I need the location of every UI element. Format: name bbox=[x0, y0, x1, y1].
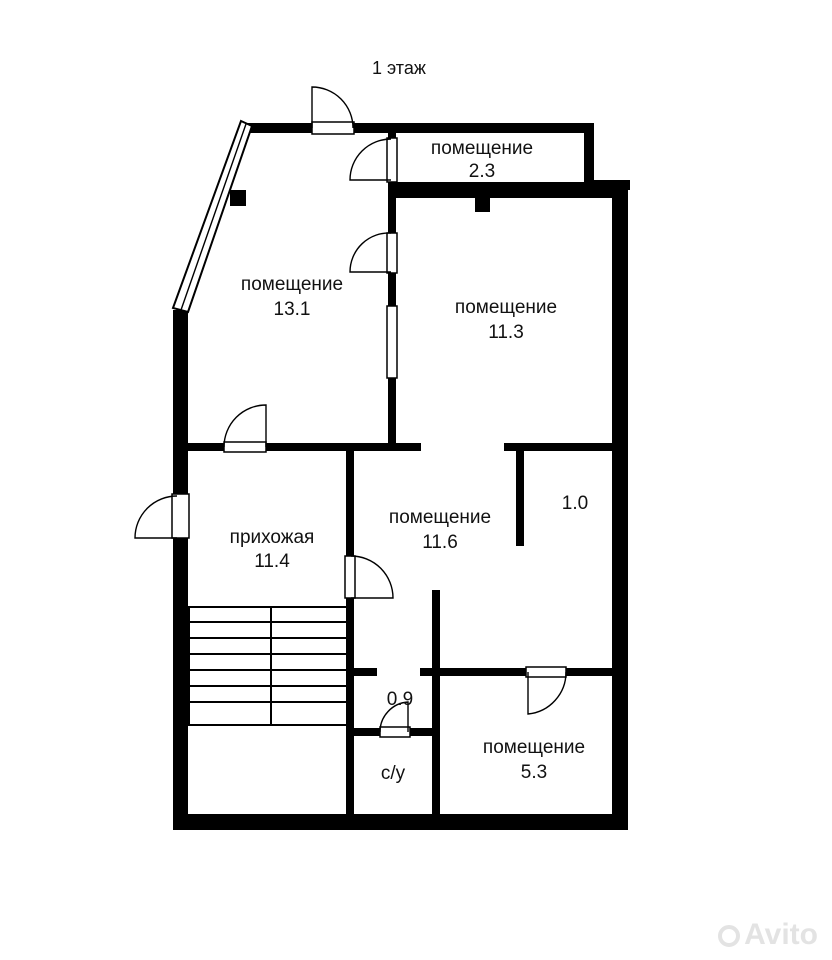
wall-hall-right bbox=[346, 447, 354, 817]
bathroom-name: с/у bbox=[380, 763, 406, 784]
room-11-6-area: 11.6 bbox=[422, 532, 458, 553]
outer-wall-left bbox=[173, 310, 188, 830]
hall-area: 11.4 bbox=[254, 551, 290, 572]
door-swings bbox=[134, 86, 567, 733]
opening-hall-right bbox=[344, 555, 356, 599]
closet-area: 1.0 bbox=[561, 493, 589, 514]
wall-vertical-upper bbox=[388, 130, 396, 448]
watermark-text: Avito bbox=[744, 918, 818, 951]
wall-corridor-stub bbox=[350, 668, 377, 676]
opening-hall-top bbox=[223, 441, 267, 453]
wall-horizontal-mid-right bbox=[504, 443, 616, 451]
outer-wall-bottom bbox=[173, 814, 628, 830]
hall-name: прихожая bbox=[229, 527, 315, 548]
column-left bbox=[230, 190, 246, 206]
room-storage-area: 2.3 bbox=[468, 161, 496, 182]
wall-bath-left bbox=[432, 590, 440, 817]
wall-openings bbox=[171, 121, 567, 738]
outer-wall-right bbox=[612, 180, 628, 830]
door-entrance-swing bbox=[134, 495, 178, 539]
outer-wall-top bbox=[244, 123, 594, 133]
room-11-6-name: помещение bbox=[388, 507, 492, 528]
corridor-area: 0.9 bbox=[386, 689, 414, 710]
door-storage-swing bbox=[349, 138, 392, 181]
wall-closet-stub bbox=[516, 443, 524, 546]
window-room131-right-lower bbox=[386, 305, 398, 379]
wall-horizontal-mid bbox=[186, 443, 421, 451]
room-13-1-name: помещение bbox=[240, 274, 344, 295]
stairs bbox=[188, 606, 348, 726]
outer-wall-step bbox=[584, 180, 630, 190]
walls bbox=[173, 123, 630, 830]
room-storage-name: помещение bbox=[430, 138, 534, 159]
door-top-swing bbox=[311, 86, 354, 129]
room-13-1-area: 13.1 bbox=[273, 299, 311, 320]
door-room53-swing bbox=[527, 671, 567, 715]
door-room131-swing bbox=[349, 232, 392, 273]
wall-room113-top bbox=[391, 190, 621, 198]
window-room131-right bbox=[386, 232, 398, 274]
door-hall-top-swing bbox=[223, 404, 267, 448]
slanted-wall-window bbox=[171, 119, 254, 314]
door-bath-swing bbox=[379, 701, 409, 733]
avito-watermark: Avito bbox=[718, 918, 818, 952]
wall-bottom-right-top bbox=[420, 668, 615, 676]
outer-wall-storage-right bbox=[584, 123, 594, 188]
room-11-3-area: 11.3 bbox=[488, 322, 524, 343]
opening-bath bbox=[379, 726, 411, 738]
window-top bbox=[311, 121, 355, 135]
room-11-3-name: помещение bbox=[454, 297, 558, 318]
entrance-left-opening bbox=[171, 493, 190, 539]
room-5-3-area: 5.3 bbox=[520, 762, 548, 783]
door-hall-right-swing bbox=[350, 555, 394, 599]
room-5-3-name: помещение bbox=[482, 737, 586, 758]
window-storage-left bbox=[386, 137, 398, 183]
column-right bbox=[475, 196, 490, 212]
opening-closet-5-3 bbox=[525, 666, 567, 678]
floor-title: 1 этаж bbox=[372, 58, 426, 78]
wall-storage-bottom bbox=[391, 182, 594, 190]
